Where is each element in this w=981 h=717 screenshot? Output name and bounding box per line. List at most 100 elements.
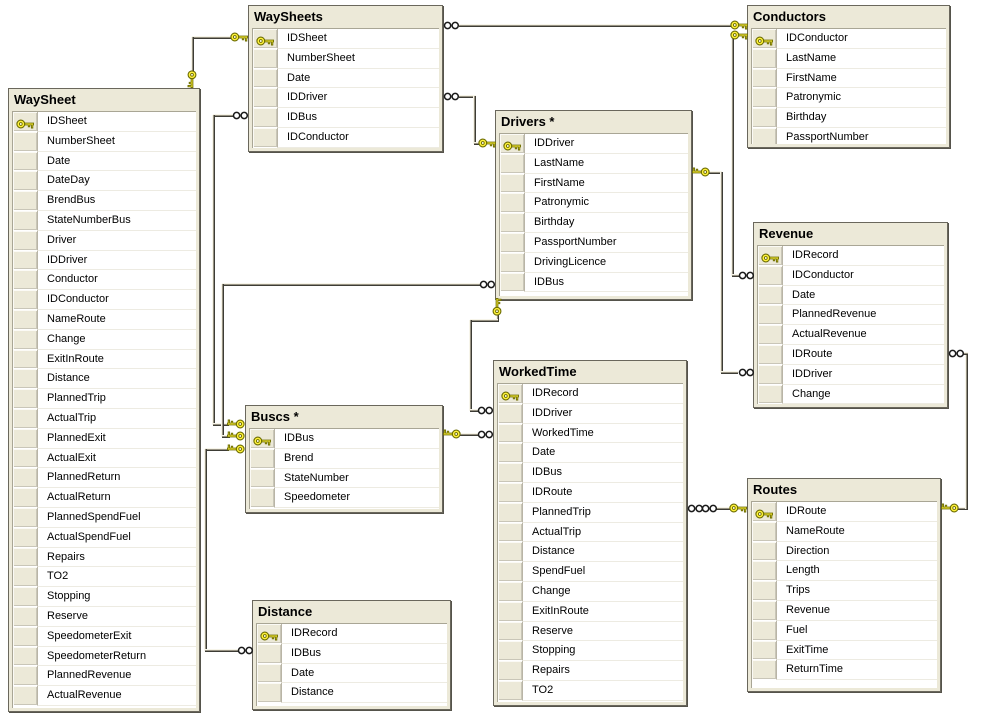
field-row[interactable]: IDBus — [253, 108, 439, 128]
field-row[interactable]: Reserve — [498, 621, 683, 642]
row-selector[interactable] — [752, 600, 777, 621]
row-selector[interactable] — [498, 502, 523, 523]
row-selector[interactable] — [250, 429, 275, 449]
row-selector[interactable] — [13, 389, 38, 409]
row-selector[interactable] — [752, 68, 777, 89]
field-row[interactable]: IDDriver — [758, 364, 944, 385]
field-row[interactable]: ActualTrip — [13, 408, 196, 429]
row-selector[interactable] — [13, 567, 38, 588]
field-row[interactable]: Distance — [257, 683, 447, 704]
field-row[interactable]: IDSheet — [253, 29, 439, 49]
row-selector[interactable] — [498, 562, 523, 582]
field-row[interactable]: ActualTrip — [498, 522, 683, 543]
field-row[interactable]: FirstName — [500, 173, 688, 194]
relationship-line[interactable] — [205, 649, 238, 652]
relationship-line[interactable] — [222, 435, 230, 438]
row-selector[interactable] — [13, 527, 38, 548]
row-selector[interactable] — [13, 349, 38, 370]
row-selector[interactable] — [13, 666, 38, 687]
row-selector[interactable] — [500, 232, 525, 253]
row-selector[interactable] — [13, 191, 38, 211]
relationship-line[interactable] — [192, 36, 231, 39]
row-selector[interactable] — [498, 542, 523, 563]
field-row[interactable]: FirstName — [752, 68, 946, 89]
row-selector[interactable] — [13, 309, 38, 330]
row-selector[interactable] — [13, 250, 38, 271]
row-selector[interactable] — [13, 488, 38, 508]
row-selector[interactable] — [13, 151, 38, 172]
row-selector[interactable] — [500, 213, 525, 233]
row-selector[interactable] — [758, 285, 783, 306]
field-row[interactable]: Stopping — [498, 641, 683, 662]
row-selector[interactable] — [758, 384, 783, 404]
row-selector[interactable] — [13, 210, 38, 231]
field-row[interactable]: Conductor — [13, 270, 196, 291]
field-row[interactable]: IDRecord — [758, 246, 944, 266]
row-selector[interactable] — [13, 468, 38, 489]
relationship-line[interactable] — [222, 283, 480, 286]
field-row[interactable]: IDBus — [500, 272, 688, 293]
field-row[interactable]: PlannedTrip — [13, 389, 196, 409]
row-selector[interactable] — [752, 660, 777, 681]
field-row[interactable]: DateDay — [13, 171, 196, 192]
row-selector[interactable] — [498, 621, 523, 642]
field-row[interactable]: PlannedRevenue — [758, 305, 944, 326]
row-selector[interactable] — [758, 364, 783, 385]
relationship-line[interactable] — [191, 37, 194, 71]
row-selector[interactable] — [498, 403, 523, 424]
field-row[interactable]: ExitInRoute — [13, 349, 196, 370]
table-title[interactable]: Routes — [748, 479, 940, 500]
field-row[interactable]: Birthday — [752, 108, 946, 128]
row-selector[interactable] — [257, 683, 282, 704]
field-row[interactable]: StateNumberBus — [13, 210, 196, 231]
relationship-line[interactable] — [721, 371, 738, 374]
field-row[interactable]: NameRoute — [752, 521, 937, 542]
field-row[interactable]: IDConductor — [758, 265, 944, 286]
field-row[interactable]: ExitInRoute — [498, 601, 683, 622]
field-row[interactable]: Date — [253, 68, 439, 89]
table-title[interactable]: Buscs * — [246, 406, 442, 427]
table-title[interactable]: Distance — [253, 601, 450, 622]
row-selector[interactable] — [13, 329, 38, 350]
field-row[interactable]: Date — [498, 443, 683, 464]
row-selector[interactable] — [250, 448, 275, 469]
relationship-line[interactable] — [473, 96, 476, 144]
row-selector[interactable] — [253, 88, 278, 109]
row-selector[interactable] — [758, 325, 783, 345]
row-selector[interactable] — [253, 127, 278, 148]
row-selector[interactable] — [498, 680, 523, 701]
field-row[interactable]: Change — [758, 384, 944, 404]
field-row[interactable]: IDDriver — [253, 88, 439, 109]
field-row[interactable]: Brend — [250, 448, 439, 469]
field-row[interactable]: IDDriver — [500, 134, 688, 154]
field-row[interactable]: IDSheet — [13, 112, 196, 132]
field-row[interactable]: IDRoute — [498, 482, 683, 503]
row-selector[interactable] — [752, 521, 777, 542]
row-selector[interactable] — [752, 127, 777, 144]
relationship-line[interactable] — [213, 114, 234, 117]
row-selector[interactable] — [498, 601, 523, 622]
row-selector[interactable] — [498, 463, 523, 483]
row-selector[interactable] — [752, 88, 777, 109]
field-row[interactable]: ActualRevenue — [758, 325, 944, 345]
field-row[interactable]: Repairs — [498, 661, 683, 681]
row-selector[interactable] — [498, 384, 523, 404]
row-selector[interactable] — [13, 507, 38, 528]
field-row[interactable]: NumberSheet — [253, 48, 439, 69]
row-selector[interactable] — [500, 153, 525, 174]
row-selector[interactable] — [253, 68, 278, 89]
row-selector[interactable] — [13, 646, 38, 667]
field-row[interactable]: IDConductor — [752, 29, 946, 49]
row-selector[interactable] — [752, 620, 777, 641]
field-row[interactable]: PlannedRevenue — [13, 666, 196, 687]
field-row[interactable]: SpendFuel — [498, 562, 683, 582]
row-selector[interactable] — [250, 468, 275, 489]
field-row[interactable]: Fuel — [752, 620, 937, 641]
field-row[interactable]: Reserve — [13, 606, 196, 627]
row-selector[interactable] — [752, 581, 777, 601]
